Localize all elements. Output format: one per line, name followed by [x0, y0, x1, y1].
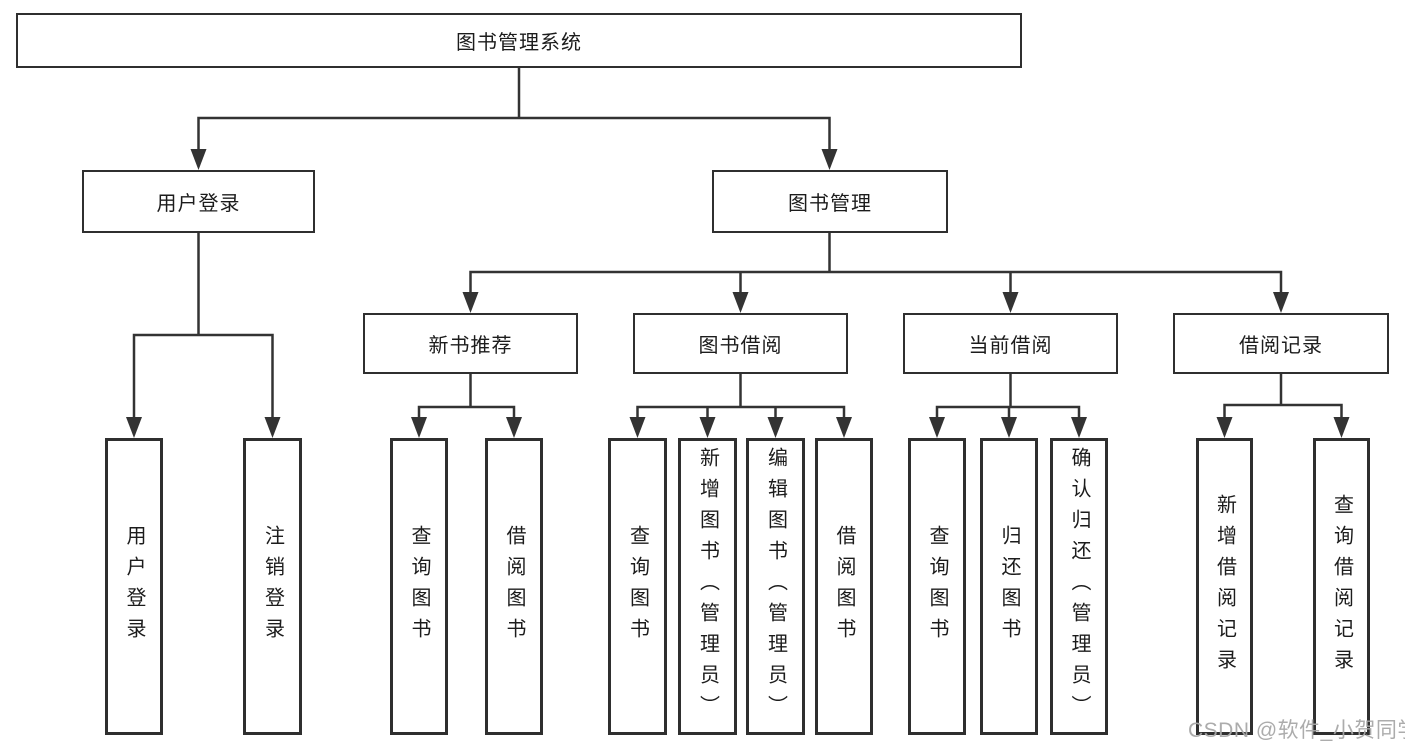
arrowhead [629, 417, 646, 438]
connector-userlogin-to-children [132, 231, 274, 422]
node-leaf-query-books-borrowing: 查询图书 [608, 438, 667, 735]
node-leaf-logout: 注销登录 [243, 438, 302, 735]
connector-newbook-to-children [417, 372, 516, 422]
arrowhead [821, 149, 838, 170]
arrowhead [462, 292, 479, 313]
node-book-borrowing: 图书借阅 [633, 313, 848, 374]
leaf-label: 新增图书（管理员） [696, 447, 719, 726]
node-book-management: 图书管理 [712, 170, 948, 233]
leaf-label: 编辑图书（管理员） [764, 447, 787, 726]
connector-root-to-level2 [197, 66, 831, 154]
arrowhead [506, 417, 522, 438]
node-leaf-add-borrow-record: 新增借阅记录 [1196, 438, 1253, 735]
node-library-management-system: 图书管理系统 [16, 13, 1022, 68]
node-leaf-add-books-admin: 新增图书（管理员） [678, 438, 737, 735]
csdn-watermark: CSDN @软件_小贺同学 [1188, 719, 1405, 742]
node-leaf-query-books-recommend: 查询图书 [390, 438, 448, 735]
node-leaf-return-books: 归还图书 [980, 438, 1038, 735]
connector-records-to-children [1223, 372, 1343, 422]
leaf-label: 确认归还（管理员） [1068, 447, 1090, 726]
node-current-borrowing: 当前借阅 [903, 313, 1118, 374]
arrowhead [411, 417, 427, 438]
arrowhead [264, 417, 281, 438]
node-leaf-query-books-current: 查询图书 [908, 438, 966, 735]
leaf-label: 归还图书 [998, 524, 1020, 649]
arrowhead [1216, 417, 1233, 438]
arrowhead [699, 417, 716, 438]
leaf-label: 借阅图书 [833, 524, 855, 649]
node-user-login: 用户登录 [82, 170, 315, 233]
leaf-label: 新增借阅记录 [1213, 493, 1236, 680]
leaf-label: 查询借阅记录 [1330, 493, 1353, 680]
connector-borrowing-to-children [636, 372, 846, 422]
leaf-label: 查询图书 [408, 524, 430, 649]
leaf-label: 注销登录 [261, 524, 284, 649]
node-leaf-borrow-books-recommend: 借阅图书 [485, 438, 543, 735]
connector-current-to-children [935, 372, 1081, 422]
arrowhead [929, 417, 945, 438]
arrowhead [732, 292, 749, 313]
connector-bookmgmt-to-level3 [469, 231, 1283, 297]
arrowhead [1001, 417, 1017, 438]
arrowhead [190, 149, 207, 170]
arrowheads [126, 149, 1350, 438]
arrowhead [1273, 292, 1289, 313]
arrowhead [767, 417, 784, 438]
leaf-label: 用户登录 [123, 524, 145, 649]
node-leaf-confirm-return-admin: 确认归还（管理员） [1050, 438, 1108, 735]
arrowhead [1333, 417, 1350, 438]
arrowhead [1002, 292, 1019, 313]
arrowhead [1071, 417, 1087, 438]
node-leaf-query-borrow-record: 查询借阅记录 [1313, 438, 1370, 735]
node-leaf-borrow-books-borrowing: 借阅图书 [815, 438, 873, 735]
arrowhead [126, 417, 142, 438]
leaf-label: 查询图书 [926, 524, 948, 649]
node-borrowing-records: 借阅记录 [1173, 313, 1389, 374]
arrowhead [836, 417, 852, 438]
node-leaf-edit-books-admin: 编辑图书（管理员） [746, 438, 805, 735]
leaf-label: 借阅图书 [503, 524, 525, 649]
node-new-book-recommend: 新书推荐 [363, 313, 578, 374]
node-leaf-user-login: 用户登录 [105, 438, 163, 735]
leaf-label: 查询图书 [626, 524, 649, 649]
